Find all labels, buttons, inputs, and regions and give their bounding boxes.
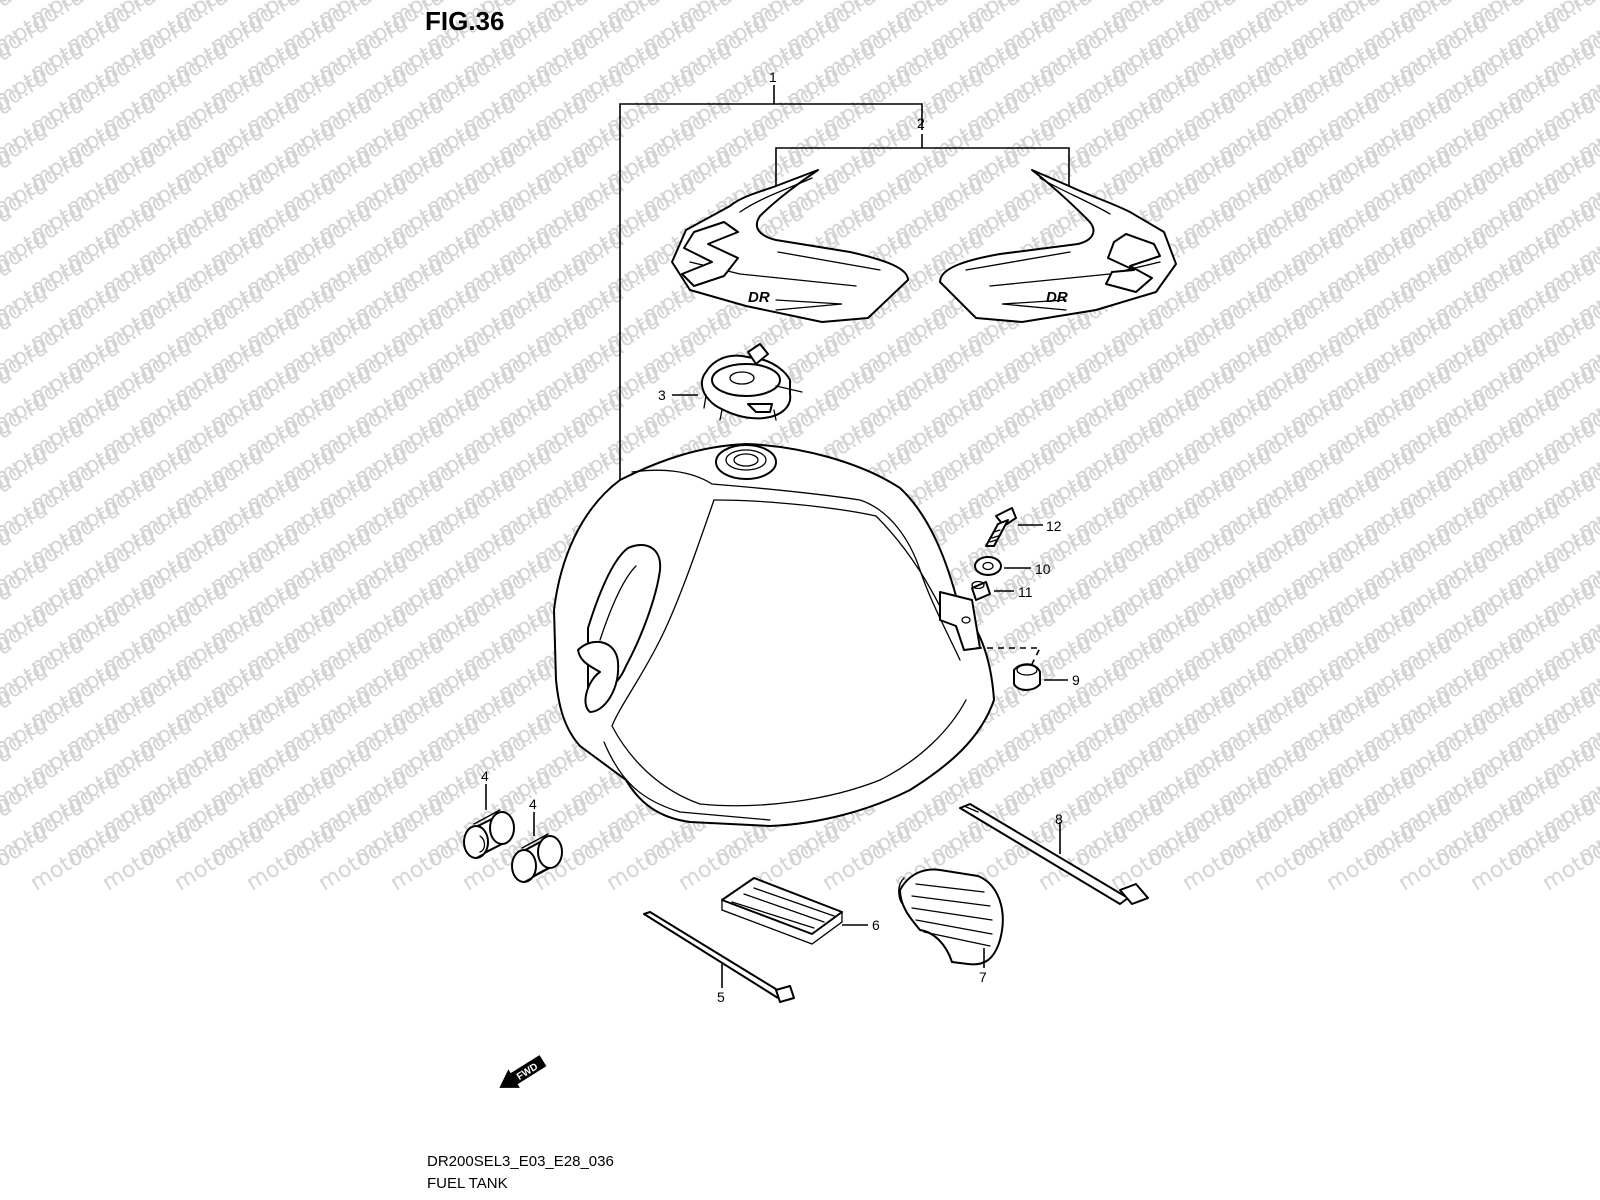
callout-4-second: 4 <box>529 796 537 812</box>
callout-3: 3 <box>658 387 666 403</box>
callout-1: 1 <box>769 69 777 85</box>
callout-2: 2 <box>917 115 925 131</box>
cushion-9[interactable] <box>1013 663 1041 691</box>
callout-11: 11 <box>1018 584 1033 600</box>
watermark-text: motod.ru <box>1574 0 1600 5</box>
collar-10[interactable] <box>974 556 1002 576</box>
callout-12: 12 <box>1046 518 1062 534</box>
decal-logo-left: DR <box>748 289 770 306</box>
callout-8: 8 <box>1055 811 1063 827</box>
decal-logo-right: DR <box>1046 289 1068 306</box>
callout-6: 6 <box>872 917 880 933</box>
figure-name: FUEL TANK <box>427 1175 508 1192</box>
figure-title: FIG.36 <box>425 6 504 36</box>
callout-9: 9 <box>1072 672 1080 688</box>
callout-10: 10 <box>1035 561 1051 577</box>
callout-4-first: 4 <box>481 768 489 784</box>
callout-7: 7 <box>979 969 987 985</box>
figure-code: DR200SEL3_E03_E28_036 <box>427 1153 614 1170</box>
callout-5: 5 <box>717 989 725 1005</box>
